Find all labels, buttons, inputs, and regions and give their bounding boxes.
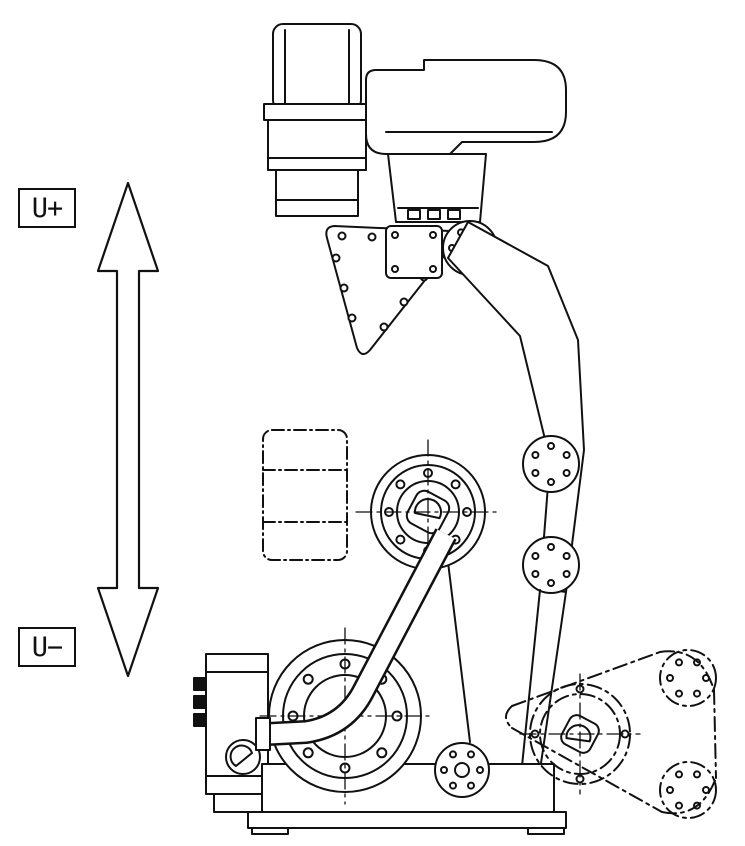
hidden-motor-cylinder xyxy=(262,429,348,561)
phantom-lower-arm xyxy=(505,649,717,819)
robot-rear-link xyxy=(447,221,585,771)
robot-dress-tube xyxy=(255,528,457,751)
robot-upper-arm-housing xyxy=(365,59,567,223)
robot-wrist-stack xyxy=(263,23,371,217)
robot-linkage-plates xyxy=(325,220,498,355)
u-plus-label: U+ xyxy=(18,188,76,228)
u-minus-label: U− xyxy=(18,627,76,667)
